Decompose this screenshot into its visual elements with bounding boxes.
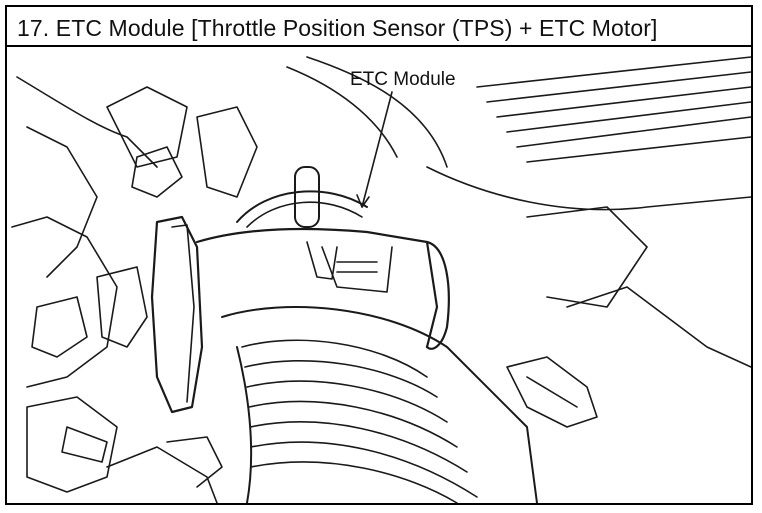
callout-leader [361, 91, 393, 208]
tps-connector [294, 166, 320, 228]
bg-contour-5 [106, 446, 218, 503]
title-bar: 17. ETC Module [Throttle Position Sensor… [7, 7, 751, 47]
bg-bracket-2 [196, 106, 258, 198]
bg-bracket-5 [31, 296, 88, 358]
hose-rib [250, 461, 458, 503]
manifold-rib [496, 86, 751, 118]
callout-label: ETC Module [350, 69, 456, 90]
manifold-rib [476, 56, 751, 88]
manifold-rib [516, 116, 751, 148]
bg-hardware-3 [166, 436, 223, 488]
etc-motor-cover [236, 190, 368, 223]
housing-ridge [321, 246, 393, 293]
etc-motor-cover-inner [246, 201, 363, 228]
bg-contour-1 [16, 76, 158, 168]
figure-frame: 17. ETC Module [Throttle Position Sensor… [5, 5, 753, 505]
throttle-collar [425, 240, 450, 350]
hose-rib [248, 400, 458, 448]
tps-stud [306, 241, 338, 280]
callout-arrowhead [356, 194, 370, 208]
etc-module-illustration: ETC Module [7, 47, 751, 503]
intake-hose-left [236, 346, 253, 503]
bg-contour-3 [11, 216, 118, 388]
bg-hardware-1 [26, 396, 118, 493]
bg-hardware-2 [61, 426, 108, 463]
hose-clamp [506, 356, 598, 428]
bg-bracket-1 [106, 86, 188, 168]
clamp-band [526, 376, 578, 408]
figure-title: 17. ETC Module [Throttle Position Sensor… [17, 15, 658, 41]
manifold-rib [526, 136, 751, 163]
bg-hose-2 [306, 56, 448, 168]
manifold-rib [486, 71, 751, 103]
bg-hose-1 [286, 66, 398, 158]
hose-rib [244, 360, 438, 398]
intake-hose-top [221, 306, 538, 503]
bg-bracket-3 [526, 206, 648, 308]
bg-manifold-edge [426, 166, 751, 211]
hose-rib [249, 421, 468, 473]
throttle-flange [150, 215, 204, 414]
engine-line-drawing: ETC Module [11, 56, 751, 503]
hose-rib [246, 380, 448, 423]
bg-bracket-4 [96, 266, 148, 348]
bg-contour-2 [26, 126, 98, 278]
bg-connector [131, 146, 183, 198]
bg-contour-4 [566, 286, 751, 368]
hose-rib [241, 339, 428, 378]
flange-edge [171, 224, 195, 403]
hose-rib [250, 441, 478, 498]
manifold-rib [506, 101, 751, 133]
throttle-housing [195, 227, 439, 349]
